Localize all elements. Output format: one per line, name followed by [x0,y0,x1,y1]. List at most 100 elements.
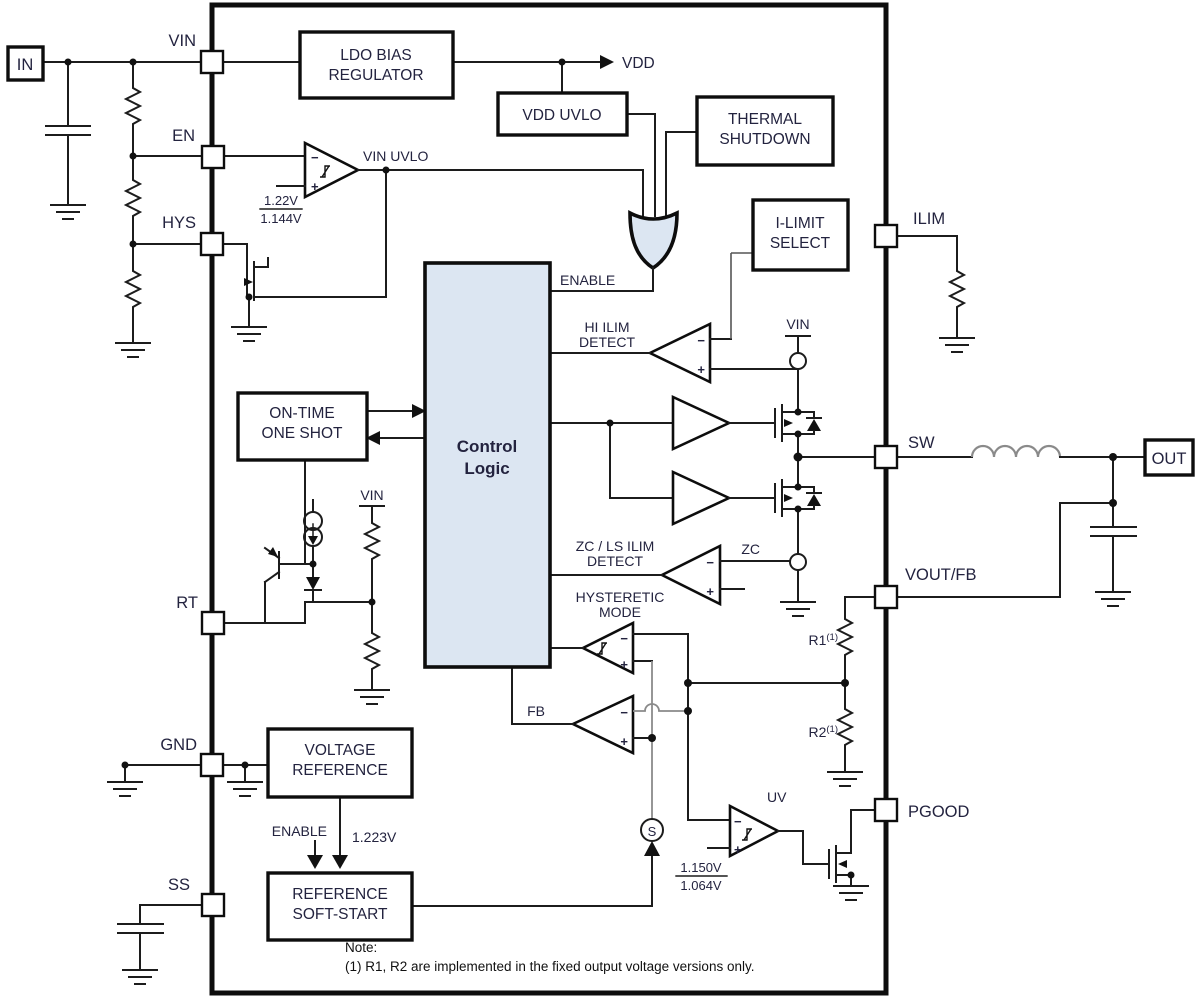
thermal-label-2: SHUTDOWN [719,131,810,148]
enable-ref-label: ENABLE [272,823,327,839]
pin-sw [873,444,899,470]
pin-label-hys: HYS [162,214,196,232]
pin-label-sw: SW [908,434,935,452]
voltage-reference-block [266,727,414,799]
vin-hs-label: VIN [786,316,809,332]
zc-sense-icon [789,553,807,571]
hys-mosfet [223,243,387,342]
uv-threshold-high: 1.150V [680,860,722,875]
note-body: (1) R1, R2 are implemented in the fixed … [345,959,754,974]
i-limit-select-block [751,198,850,272]
ontime-network [224,404,426,705]
pin-label-voutfb: VOUT/FB [905,566,977,584]
control-logic-label-2: Logic [464,459,509,478]
vdd-label: VDD [622,55,655,72]
zc-label: ZC [741,541,760,557]
vref-label-1: VOLTAGE [305,742,376,759]
ldo-label-2: REGULATOR [328,67,423,84]
reference-soft-start-block [266,871,414,942]
pin-label-pgood: PGOOD [908,803,970,821]
hs-mosfet [728,404,822,458]
ilim-network [896,235,975,353]
svg-text:−: − [734,814,742,829]
out-label: OUT [1152,450,1187,468]
svg-text:+: + [734,842,742,857]
hi-ilim-label-1: HI ILIM [584,319,629,335]
note-title: Note: [345,940,377,955]
hi-ilim-label-2: DETECT [579,334,635,350]
svg-text:+: + [697,362,705,377]
vin-supply-symbol [785,335,811,413]
hs-driver [671,394,733,452]
enable-label: ENABLE [560,272,615,288]
ontime-label-1: ON-TIME [269,405,334,422]
hysteretic-comparator [549,620,689,676]
supervisor-wires [223,55,698,292]
pin-rt [200,610,226,636]
vin-rt-label: VIN [360,487,383,503]
pin-ilim [873,223,899,249]
in-label: IN [17,56,34,74]
diode-icon [306,577,320,590]
soft-start-arrow [644,841,660,856]
svg-text:−: − [697,333,705,348]
zc-comparator [549,543,791,607]
fb-label: FB [527,703,545,719]
pin-label-rt: RT [176,594,198,612]
refss-label-2: SOFT-START [292,906,388,923]
svg-text:+: + [620,657,628,672]
svg-text:+: + [706,584,714,599]
reference-network [107,764,348,985]
in-terminal [6,45,45,82]
thermal-label-1: THERMAL [728,111,802,128]
hysteretic-label-2: MODE [599,604,641,620]
pin-en [200,144,226,170]
svg-text:−: − [620,705,628,720]
uv-threshold-low: 1.064V [680,878,722,893]
chip-outline [209,2,889,996]
pin-label-ilim: ILIM [913,210,945,228]
ldo-bias-regulator-block [298,30,455,100]
thermal-shutdown-block [695,95,835,167]
vdd-uvlo-label: VDD UVLO [522,107,601,124]
pin-label-en: EN [172,127,195,145]
junction-dots [64,58,1117,879]
svg-text:−: − [706,555,714,570]
pin-pgood [873,797,899,823]
r2-label: R2(1) [808,724,838,741]
s-switch-label: S [648,824,657,839]
ldo-label-1: LDO BIAS [340,47,412,64]
hs-body-diode [807,419,821,431]
out-terminal [1143,438,1195,477]
ontime-label-2: ONE SHOT [262,425,343,442]
vin-uvlo-label: VIN UVLO [363,148,428,164]
ls-mosfet [728,456,822,617]
uv-label: UV [767,789,787,805]
vdd-arrow [600,55,614,69]
on-time-one-shot-block [236,391,369,462]
inductor-icon [970,444,1062,458]
en-threshold-high: 1.22V [264,193,298,208]
pin-label-ss: SS [168,876,190,894]
pin-gnd [199,752,225,778]
uv-comparator [675,803,830,877]
control-logic-block [423,261,552,669]
refss-label-1: REFERENCE [292,886,388,903]
ls-body-diode [807,494,821,506]
en-threshold-low: 1.144V [260,211,302,226]
zc-ls-label-2: DETECT [587,553,643,569]
ls-driver [671,469,733,527]
output-stage [797,444,1146,607]
pin-label-vin: VIN [168,32,196,50]
pin-vin [199,49,225,75]
en-comparator [259,140,644,298]
vref-label-2: REFERENCE [292,762,388,779]
pin-label-gnd: GND [160,736,197,754]
hi-ilim-comparator [549,252,799,385]
ilimit-label-1: I-LIMIT [775,215,825,232]
comparator-signs: − + − + − + − + − + − + [311,150,742,857]
fb-neg-wire [633,703,688,712]
feedback-divider [827,596,876,787]
